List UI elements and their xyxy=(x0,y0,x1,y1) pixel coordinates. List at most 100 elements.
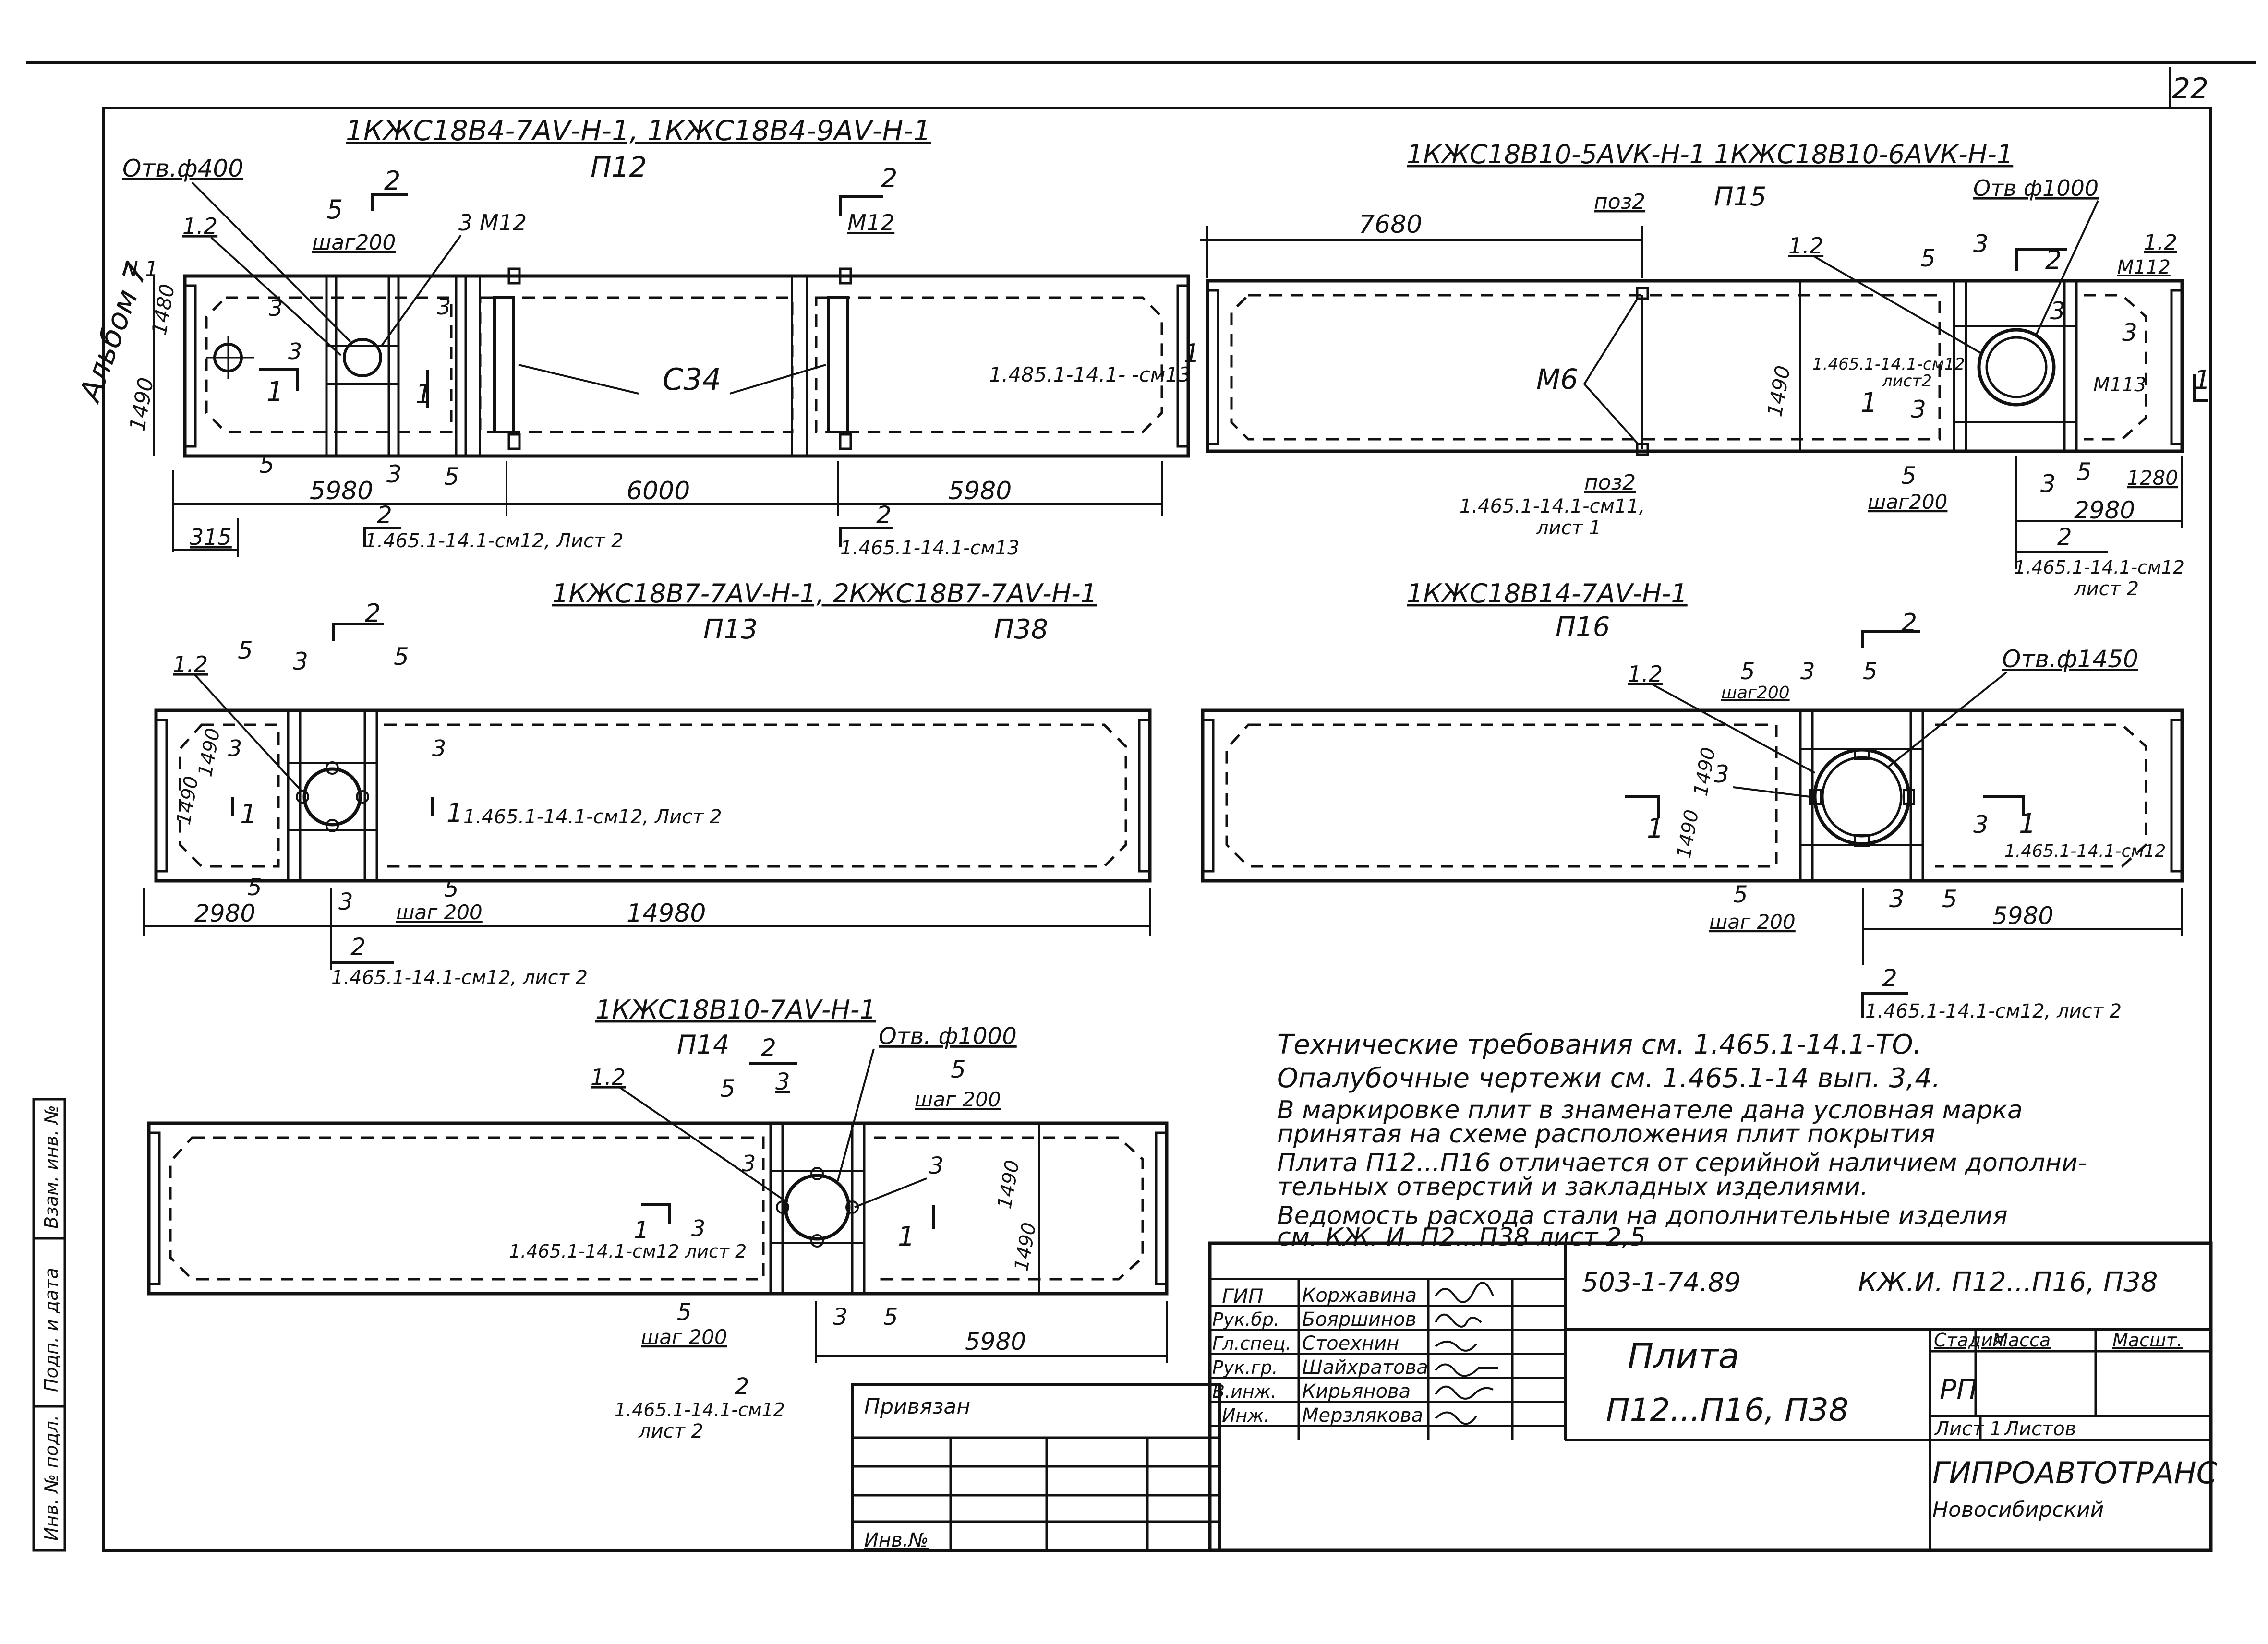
p16-otv: Отв.ф1450 xyxy=(2002,645,2138,673)
p16-cut-1a: 1 xyxy=(1647,813,1664,844)
p15-reinforcement-zone xyxy=(1953,281,2078,451)
p13-mark-3c: 3 xyxy=(432,735,446,761)
p14-title: 1КЖС18В10-7АⅤ-Н-1 xyxy=(595,995,876,1025)
p15-mark-3b: 3 xyxy=(2050,297,2065,325)
p13-dim-1490a: 1490 xyxy=(194,726,225,778)
p14-mark-3b: 3 xyxy=(742,1151,756,1176)
p14-mark-5d: 5 xyxy=(883,1304,898,1331)
p12-cut-1a: 1 xyxy=(266,376,284,408)
role-3: Рук.гр. xyxy=(1212,1357,1278,1378)
p13-step: шаг 200 xyxy=(396,900,483,924)
p15-side-ref2: лист2 xyxy=(1882,372,1932,391)
p12-sec-2c: 2 xyxy=(377,501,392,529)
side-stamp: Взам. инв. № Подп. и дата Инв. № подл. А… xyxy=(32,258,155,1552)
p13-mark-5d: 5 xyxy=(444,876,459,902)
sheets-label: Листов xyxy=(2003,1418,2076,1440)
p12-dim-6000: 6000 xyxy=(627,477,690,505)
p15-ref-b2: лист 2 xyxy=(2074,578,2139,600)
role-2: Гл.спец. xyxy=(1212,1333,1291,1354)
p13-cut-1a: 1 xyxy=(240,799,257,830)
p16-mark-3b: 3 xyxy=(1714,760,1729,788)
name-2: Стоехнин xyxy=(1302,1332,1399,1355)
p14-mark-3c: 3 xyxy=(929,1152,944,1179)
sheet-name-1: Плита xyxy=(1628,1336,1739,1376)
p12-dim-5980b: 5980 xyxy=(948,477,1012,505)
p15-cut-1b: 1 xyxy=(2194,365,2210,395)
p13-mark-12: 1.2 xyxy=(173,651,208,677)
p16-mark-5a: 5 xyxy=(1740,658,1755,685)
p12-n1: N 1 xyxy=(122,257,158,281)
p12-step: шаг200 xyxy=(312,230,396,255)
note-7: Ведомость расхода стали на дополнительны… xyxy=(1277,1201,2008,1230)
p16-ref-cut: 1.465.1-14.1-см12 xyxy=(2004,841,2166,861)
p12-mark-5a: 5 xyxy=(326,194,343,225)
name-1: Бояршинов xyxy=(1302,1308,1416,1331)
p15-dim-1280: 1280 xyxy=(2127,466,2178,490)
p13-mark-3d: 3 xyxy=(338,888,353,915)
p12-side-ref: 1.485.1-14.1- -см13 xyxy=(989,363,1191,386)
p14-ref-b2: лист 2 xyxy=(638,1420,703,1442)
name-4: Кирьянова xyxy=(1302,1380,1411,1403)
p15-mark-5b: 5 xyxy=(1901,462,1917,490)
p13-ref-b: 1.465.1-14.1-см12, лист 2 xyxy=(331,967,588,989)
stage-label: Стадия xyxy=(1934,1330,2004,1351)
p13-title: 1КЖС18В7-7АⅤ-Н-1, 2КЖС18В7-7АⅤ-Н-1 xyxy=(552,578,1097,609)
name-0: Коржавина xyxy=(1302,1284,1417,1307)
stage-value: РП xyxy=(1940,1373,1978,1406)
p12-title: 1КЖС18В4-7АⅤ-Н-1, 1КЖС18В4-9АⅤ-Н-1 xyxy=(346,114,931,147)
p13-cut-1b: 1 xyxy=(446,798,463,828)
p15-poz2-top: поз2 xyxy=(1594,190,1645,214)
p13-dim-1490b: 1490 xyxy=(173,774,203,826)
p14-mark-5a: 5 xyxy=(720,1075,736,1103)
note-5: Плита П12...П16 отличается от серийной н… xyxy=(1277,1149,2087,1177)
p15-m113: М113 xyxy=(2093,374,2147,396)
p14-sec-2b: 2 xyxy=(735,1373,749,1400)
p15-mark-3a: 3 xyxy=(1973,230,1989,258)
p13-mark-5c: 5 xyxy=(247,874,262,901)
p12-mark-12: 1.2 xyxy=(182,213,217,239)
p12-ref-b: 1.465.1-14.1-см13 xyxy=(840,537,1020,559)
p15-ref-left2: лист 1 xyxy=(1536,517,1601,539)
note-4: принятая на схеме расположения плит покр… xyxy=(1277,1120,1935,1149)
p12-otv: Отв.ф400 xyxy=(122,155,243,182)
sheet-label: Лист 1 xyxy=(1934,1418,2002,1440)
slab-p15: 1КЖС18В10-5АⅤК-Н-1 1КЖС18В10-6АⅤК-Н-1 П1… xyxy=(1200,139,2210,600)
role-4: В.инж. xyxy=(1212,1381,1277,1402)
role-1: Рук.бр. xyxy=(1212,1309,1279,1330)
side-stamp-col3: Взам. инв. № xyxy=(41,1105,62,1229)
p15-cut-1a: 1 xyxy=(1860,387,1878,419)
p15-m12: М112 xyxy=(2117,256,2171,278)
p14-code: П14 xyxy=(677,1030,729,1060)
p14-mark-3a: 3 xyxy=(775,1068,790,1095)
p12-sec-2d: 2 xyxy=(876,501,892,529)
scale-label: Масшт. xyxy=(2112,1330,2183,1351)
p16-mark-5c: 5 xyxy=(1942,885,1957,913)
mass-label: Масса xyxy=(1992,1330,2051,1351)
slab-p12: 1КЖС18В4-7АⅤ-Н-1, 1КЖС18В4-9АⅤ-Н-1 П12 xyxy=(122,114,1200,559)
p13-dim-14980: 14980 xyxy=(627,899,706,928)
p15-step: шаг200 xyxy=(1868,490,1947,514)
p16-sec-2b: 2 xyxy=(1882,964,1897,992)
p12-mark-3d: 3 xyxy=(386,460,402,488)
p13-sec-2b: 2 xyxy=(350,933,366,961)
inv-label: Инв.№ xyxy=(864,1529,929,1551)
p14-mark-3d: 3 xyxy=(691,1215,705,1241)
p14-mark-5c: 5 xyxy=(677,1299,692,1326)
p14-step-top: шаг 200 xyxy=(915,1088,1001,1111)
p16-ref-b: 1.465.1-14.1-см12, лист 2 xyxy=(1865,1000,2122,1022)
slab-p16: 1КЖС18В14-7АⅤ-Н-1 П16 Отв.ф1450 1.2 5 ша… xyxy=(1201,578,2184,1022)
privyazan-label: Привязан xyxy=(864,1394,970,1419)
p12-reinforcement-zone xyxy=(325,276,467,456)
p12-embedded-part-2 xyxy=(827,296,849,433)
p12-ref-a: 1.465.1-14.1-см12, Лист 2 xyxy=(365,530,624,552)
p14-dim-1490b: 1490 xyxy=(1011,1221,1041,1272)
p15-mark-12a: 1.2 xyxy=(1788,233,1823,259)
p12-side-ref-line1: 1.485.1-14.1- -см13 xyxy=(989,363,1191,386)
p12-c34: С34 xyxy=(663,362,721,397)
p12-code: П12 xyxy=(591,151,647,183)
p14-mark-12: 1.2 xyxy=(591,1064,626,1090)
note-1: Технические требования см. 1.465.1-14.1-… xyxy=(1277,1029,1921,1060)
p12-sec-2b: 2 xyxy=(881,163,897,193)
role-5: Инж. xyxy=(1222,1405,1270,1426)
